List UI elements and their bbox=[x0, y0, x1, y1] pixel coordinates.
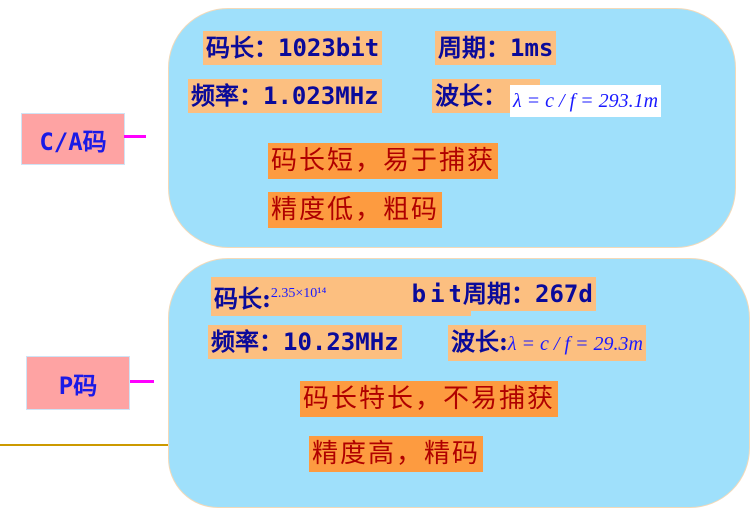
p-code-label: P码 bbox=[26, 356, 130, 410]
ca-period: 周期：1ms bbox=[435, 31, 557, 65]
ca-code-label-text: C/A码 bbox=[39, 127, 107, 156]
ca-period-key: 周期： bbox=[438, 33, 510, 62]
p-wavelength: 波长:λ = c / f = 29.3m bbox=[448, 325, 646, 361]
ca-frequency-key: 频率： bbox=[191, 81, 263, 110]
ca-note-2: 精度低，粗码 bbox=[268, 192, 443, 228]
ca-connector-dash bbox=[124, 135, 146, 138]
ca-code-length-key: 码长： bbox=[206, 33, 278, 62]
p-note-2: 精度高，精码 bbox=[309, 436, 484, 472]
p-code-length-value: 2.35×10¹⁴ bbox=[270, 286, 327, 301]
p-connector-dash bbox=[130, 380, 154, 383]
p-period-value: 267d bbox=[535, 280, 593, 308]
ca-wavelength: 波长： bbox=[432, 79, 540, 113]
ca-code-label: C/A码 bbox=[21, 113, 125, 165]
ca-code-length: 码长：1023bit bbox=[203, 31, 383, 65]
p-code-label-text: P码 bbox=[58, 371, 98, 400]
ca-wavelength-key: 波长： bbox=[435, 81, 507, 110]
p-frequency-key: 频率： bbox=[211, 327, 283, 356]
ca-code-length-value: 1023bit bbox=[278, 34, 380, 62]
ca-wavelength-formula: λ = c / f = 293.1m bbox=[513, 90, 659, 112]
p-period-key: 周期： bbox=[463, 279, 535, 308]
p-frequency: 频率：10.23MHz bbox=[208, 325, 402, 359]
p-code-length-unit: bit bbox=[411, 280, 467, 308]
divider-rule bbox=[0, 444, 170, 446]
p-period: 周期：267d bbox=[460, 277, 596, 311]
p-note-1: 码长特长，不易捕获 bbox=[300, 381, 559, 417]
p-code-length-key: 码长: bbox=[214, 284, 271, 313]
ca-period-value: 1ms bbox=[510, 34, 554, 62]
ca-wavelength-formula-box: λ = c / f = 293.1m bbox=[510, 85, 662, 117]
p-code-length: 码长:2.35×10¹⁴ bit bbox=[211, 277, 471, 316]
ca-frequency: 频率：1.023MHz bbox=[188, 79, 382, 113]
ca-frequency-value: 1.023MHz bbox=[263, 82, 379, 110]
p-frequency-value: 10.23MHz bbox=[283, 328, 399, 356]
p-wavelength-formula: λ = c / f = 29.3m bbox=[507, 333, 643, 355]
p-wavelength-key: 波长: bbox=[451, 327, 508, 356]
ca-note-1: 码长短，易于捕获 bbox=[268, 143, 499, 179]
